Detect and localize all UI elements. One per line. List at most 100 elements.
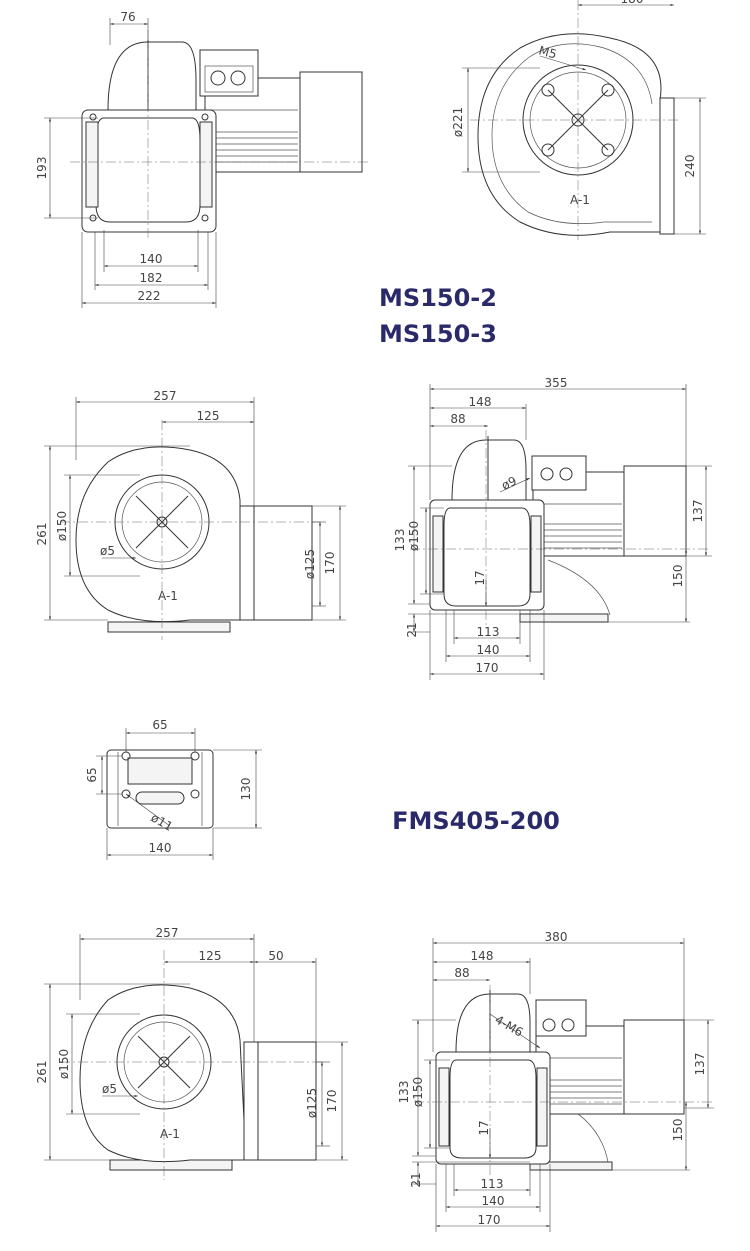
dim-d125: ø125 [303, 549, 317, 579]
dim-d150: ø150 [411, 1077, 425, 1107]
label-d9: ø9 [499, 474, 518, 493]
dim-261: 261 [35, 523, 49, 546]
dim-d150: ø150 [55, 511, 69, 541]
base-slot [135, 791, 185, 805]
foot-base [519, 613, 609, 623]
dim-50: 50 [268, 949, 283, 963]
terminal-box [199, 49, 259, 97]
gland-icon [540, 467, 554, 481]
model-mark: A-1 [570, 193, 590, 207]
support-bracket [547, 559, 611, 616]
model-title-ms150-3: MS150-3 [379, 320, 497, 348]
dim-88: 88 [450, 412, 465, 426]
dim-133: 133 [397, 1081, 411, 1104]
base-window [127, 757, 193, 785]
dim-140: 140 [482, 1194, 505, 1208]
flange-slot [432, 515, 444, 593]
flange-slot [199, 121, 213, 208]
dim-240: 240 [683, 155, 697, 178]
flange-slot [530, 515, 542, 593]
bolt-hole-icon [89, 113, 97, 121]
dim-65h: 65 [152, 718, 167, 732]
dim-113: 113 [477, 625, 500, 639]
dim-140: 140 [477, 643, 500, 657]
ms150-front-view: A-1 180 M5 ø221 240 [451, 0, 706, 240]
dim-170: 170 [476, 661, 499, 675]
dim-170: 170 [478, 1213, 501, 1227]
motor-fins [536, 503, 622, 549]
foot-base [107, 621, 231, 633]
dim-355: 355 [545, 376, 568, 390]
fms405-front-view: A-1 257 125 50 261 ø150 ø5 ø125 170 [35, 926, 348, 1180]
motor-cap [299, 71, 363, 173]
gland-icon [559, 467, 573, 481]
bolt-hole-icon [201, 214, 209, 222]
motor-body [535, 1025, 625, 1115]
outlet-opening [443, 507, 531, 607]
dim-137: 137 [691, 500, 705, 523]
dim-125: 125 [199, 949, 222, 963]
model-title-ms150-2: MS150-2 [379, 284, 497, 312]
model-mark: A-1 [160, 1127, 180, 1141]
dim-150: 150 [671, 1119, 685, 1142]
dim-180: 180 [621, 0, 644, 6]
dim-148: 148 [471, 949, 494, 963]
fms405-side-view: 380 148 88 4-M6 137 133 ø150 17 150 21 1… [397, 930, 714, 1232]
dim-170: 170 [325, 1090, 339, 1113]
ms150-side-view-2: 355 148 88 ø9 137 133 ø150 17 150 21 113… [393, 376, 712, 680]
dim-222: 222 [138, 289, 161, 303]
dim-88: 88 [454, 966, 469, 980]
dim-380: 380 [545, 930, 568, 944]
dim-193: 193 [35, 157, 49, 180]
dim-21: 21 [405, 622, 419, 637]
dim-17: 17 [473, 570, 487, 585]
label-d5: ø5 [102, 1082, 117, 1096]
dim-d221: ø221 [451, 107, 465, 137]
gland-icon [210, 70, 226, 86]
terminal-box [535, 999, 587, 1037]
outlet-duct [253, 505, 313, 621]
bolt-hole-icon [190, 789, 200, 799]
model-mark: A-1 [158, 589, 178, 603]
gland-icon [561, 1018, 575, 1032]
dim-261: 261 [35, 1061, 49, 1084]
blower-top [451, 439, 527, 501]
dim-17: 17 [477, 1120, 491, 1135]
dim-140: 140 [140, 252, 163, 266]
gland-icon [230, 70, 246, 86]
dim-170: 170 [323, 552, 337, 575]
dim-d150: ø150 [407, 521, 421, 551]
outlet-flange [243, 1041, 259, 1161]
dim-65v: 65 [85, 767, 99, 782]
dim-140: 140 [149, 841, 172, 855]
dim-d150: ø150 [57, 1049, 71, 1079]
dim-257: 257 [154, 389, 177, 403]
outlet-flange [239, 505, 255, 621]
flange-slot [85, 121, 99, 208]
motor-cap [623, 465, 687, 557]
outlet-duct [257, 1041, 317, 1161]
dim-182: 182 [140, 271, 163, 285]
dim-133: 133 [393, 529, 407, 552]
bolt-hole-icon [201, 113, 209, 121]
blower-top [455, 993, 531, 1053]
label-d5: ø5 [100, 544, 115, 558]
dim-137: 137 [693, 1053, 707, 1076]
ms150-side-view: 76 193 140 182 222 [35, 10, 370, 308]
dim-257: 257 [156, 926, 179, 940]
ms150-front-view-2: A-1 257 125 261 ø150 ø5 ø125 170 [35, 389, 346, 640]
dim-148: 148 [469, 395, 492, 409]
dim-113: 113 [481, 1177, 504, 1191]
motor-fins [540, 1057, 622, 1105]
gland-icon [542, 1018, 556, 1032]
dim-d125: ø125 [305, 1088, 319, 1118]
dim-150: 150 [671, 565, 685, 588]
fms405-base-view: 65 65 130 ø11 140 [85, 718, 262, 860]
dim-130: 130 [239, 778, 253, 801]
motor-cap [623, 1019, 685, 1115]
dim-21: 21 [409, 1172, 423, 1187]
flange-slot [438, 1067, 450, 1147]
dim-125: 125 [197, 409, 220, 423]
label-m5: M5 [537, 43, 558, 61]
